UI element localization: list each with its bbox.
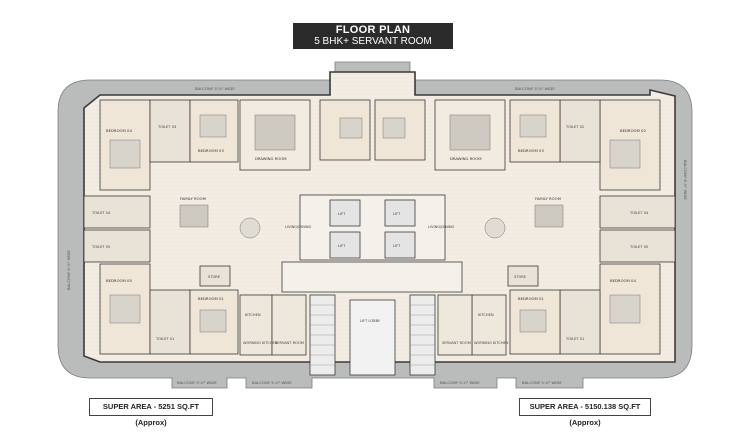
label-store-left: STORE bbox=[208, 275, 221, 279]
label-servant-room-right: SERVANT ROOM bbox=[442, 341, 471, 345]
label-servant-room-left: SERVANT ROOM bbox=[275, 341, 304, 345]
label-balcony-side-left: BALCONY 6'-0" WIDE bbox=[66, 250, 71, 290]
label-balcony-side-right: BALCONY 6'-0" WIDE bbox=[683, 160, 688, 200]
label-bedroom-01-left: BEDROOM 01 bbox=[198, 296, 224, 301]
label-bedroom-01-right: BEDROOM 01 bbox=[518, 296, 544, 301]
label-lift-1: LIFT bbox=[338, 212, 346, 216]
title-line-2: 5 BHK+ SERVANT ROOM bbox=[314, 36, 432, 47]
label-lift-lobby: LIFT LOBBY bbox=[360, 319, 381, 323]
label-kitchen-left: KITCHEN bbox=[245, 313, 261, 317]
label-bedroom-03-left: BEDROOM 03 bbox=[198, 148, 224, 153]
label-balcony-bottom-3: BALCONY 5'-0" WIDE bbox=[440, 380, 480, 385]
label-living-dining-right: LIVING/DINING bbox=[428, 225, 455, 229]
label-toilet-04-right: TOILET 04 bbox=[629, 211, 649, 215]
label-drawing-room-left: DRAWING ROOM bbox=[255, 156, 287, 161]
label-lift-2: LIFT bbox=[393, 212, 401, 216]
label-balcony-bottom-4: BALCONY 5'-0" WIDE bbox=[522, 380, 562, 385]
super-area-right: SUPER AREA - 5150.138 SQ.FT (Approx) bbox=[519, 398, 651, 427]
label-toilet-01-left: TOILET 01 bbox=[155, 337, 174, 341]
label-bedroom-04-left: BEDROOM 04 bbox=[106, 128, 132, 133]
label-family-room-right: FAMILY ROOM bbox=[535, 196, 561, 201]
label-lift-3: LIFT bbox=[338, 244, 346, 248]
title-line-1: FLOOR PLAN bbox=[335, 24, 411, 36]
label-drawing-room-right: DRAWING ROOM bbox=[450, 156, 482, 161]
label-toilet-04-left: TOILET 04 bbox=[91, 211, 111, 215]
label-balcony-top-left: BALCONY 5'-0" WIDE bbox=[195, 86, 235, 91]
label-kitchen-right: KITCHEN bbox=[478, 313, 494, 317]
label-toilet-05-left: TOILET 05 bbox=[91, 245, 110, 249]
label-store-right: STORE bbox=[514, 275, 527, 279]
label-bedroom-04-right: BEDROOM 04 bbox=[610, 278, 636, 283]
floor-plan-title: FLOOR PLAN 5 BHK+ SERVANT ROOM bbox=[293, 23, 453, 49]
label-toilet-05-right: TOILET 05 bbox=[629, 245, 648, 249]
label-balcony-bottom-2: BALCONY 5'-0" WIDE bbox=[252, 380, 292, 385]
super-area-left: SUPER AREA - 5251 SQ.FT (Approx) bbox=[89, 398, 213, 427]
label-bedroom-03-right: BEDROOM 03 bbox=[518, 148, 544, 153]
label-living-dining-left: LIVING/DINING bbox=[285, 225, 312, 229]
label-working-kitchen-left: WORKING KITCHEN bbox=[243, 341, 278, 345]
label-lift-4: LIFT bbox=[393, 244, 401, 248]
label-bedroom-05-left: BEDROOM 05 bbox=[106, 278, 132, 283]
label-balcony-top-right: BALCONY 5'-0" WIDE bbox=[515, 86, 555, 91]
label-working-kitchen-right: WORKING KITCHEN bbox=[474, 341, 509, 345]
stair-treads bbox=[310, 304, 435, 366]
label-bedroom-02-right: BEDROOM 02 bbox=[620, 128, 646, 133]
label-toilet-02-right: TOILET 02 bbox=[565, 125, 584, 129]
label-toilet-01-right: TOILET 01 bbox=[565, 337, 584, 341]
furniture bbox=[109, 114, 641, 333]
label-balcony-bottom-1: BALCONY 5'-0" WIDE bbox=[177, 380, 217, 385]
label-toilet-03-left: TOILET 03 bbox=[157, 125, 176, 129]
label-family-room-left: FAMILY ROOM bbox=[180, 196, 206, 201]
